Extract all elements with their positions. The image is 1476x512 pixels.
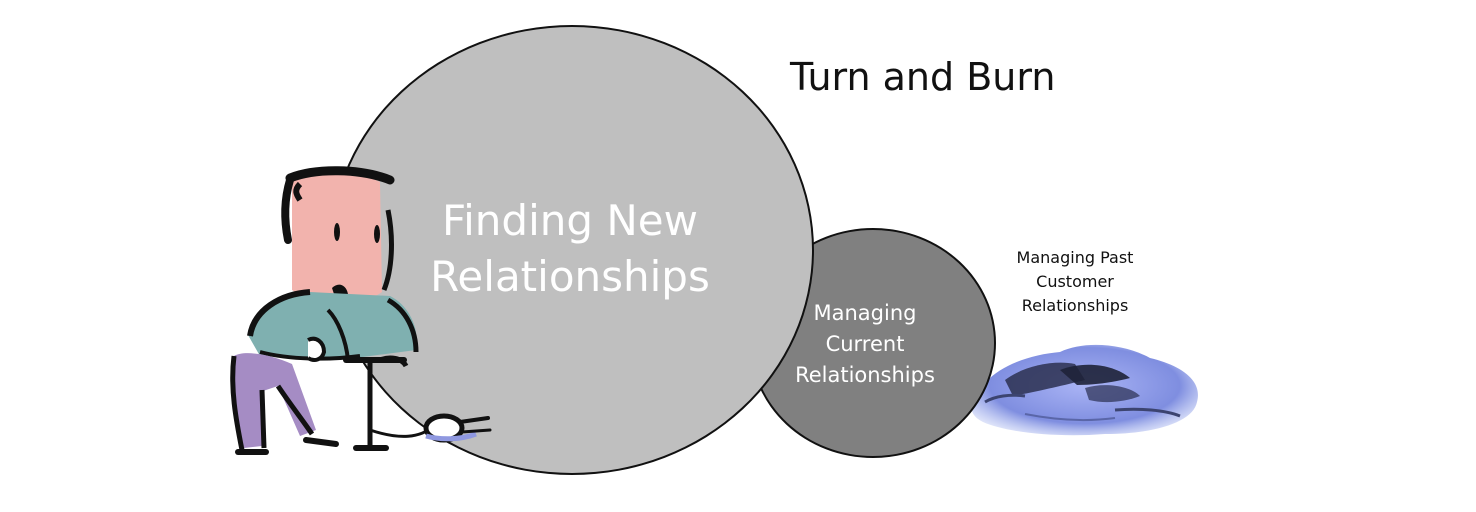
managing-past-label: Managing Past Customer Relationships	[1016, 248, 1134, 315]
finding-new-label: Finding New Relationships	[430, 196, 710, 301]
man-pumping-tire-icon	[230, 166, 492, 455]
managing-current-label: Managing Current Relationships	[795, 301, 935, 387]
finding-new-circle	[330, 25, 814, 475]
crashed-car-wreck-icon	[971, 344, 1198, 436]
slide-title: Turn and Burn	[790, 55, 1056, 99]
